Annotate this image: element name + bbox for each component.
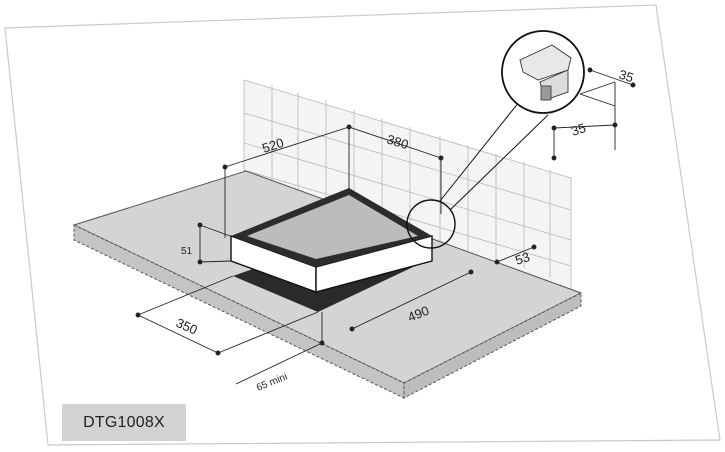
dim-cutout-depth: 520 [260, 135, 285, 156]
detail-magnifier [406, 30, 585, 249]
detail-dimensions [551, 67, 636, 161]
dim-height: 51 [181, 246, 193, 257]
dim-detail-side: 35 [569, 120, 587, 139]
hob-appliance [230, 188, 433, 294]
dimension-lines [135, 124, 537, 385]
dim-cutout-width: 380 [385, 132, 410, 153]
hob-glass [247, 195, 418, 259]
dim-detail-top: 35 [617, 67, 635, 86]
model-label: DTG1008X [62, 404, 186, 441]
wall-tiles [243, 79, 572, 293]
dim-wall-gap: 53 [513, 249, 531, 268]
